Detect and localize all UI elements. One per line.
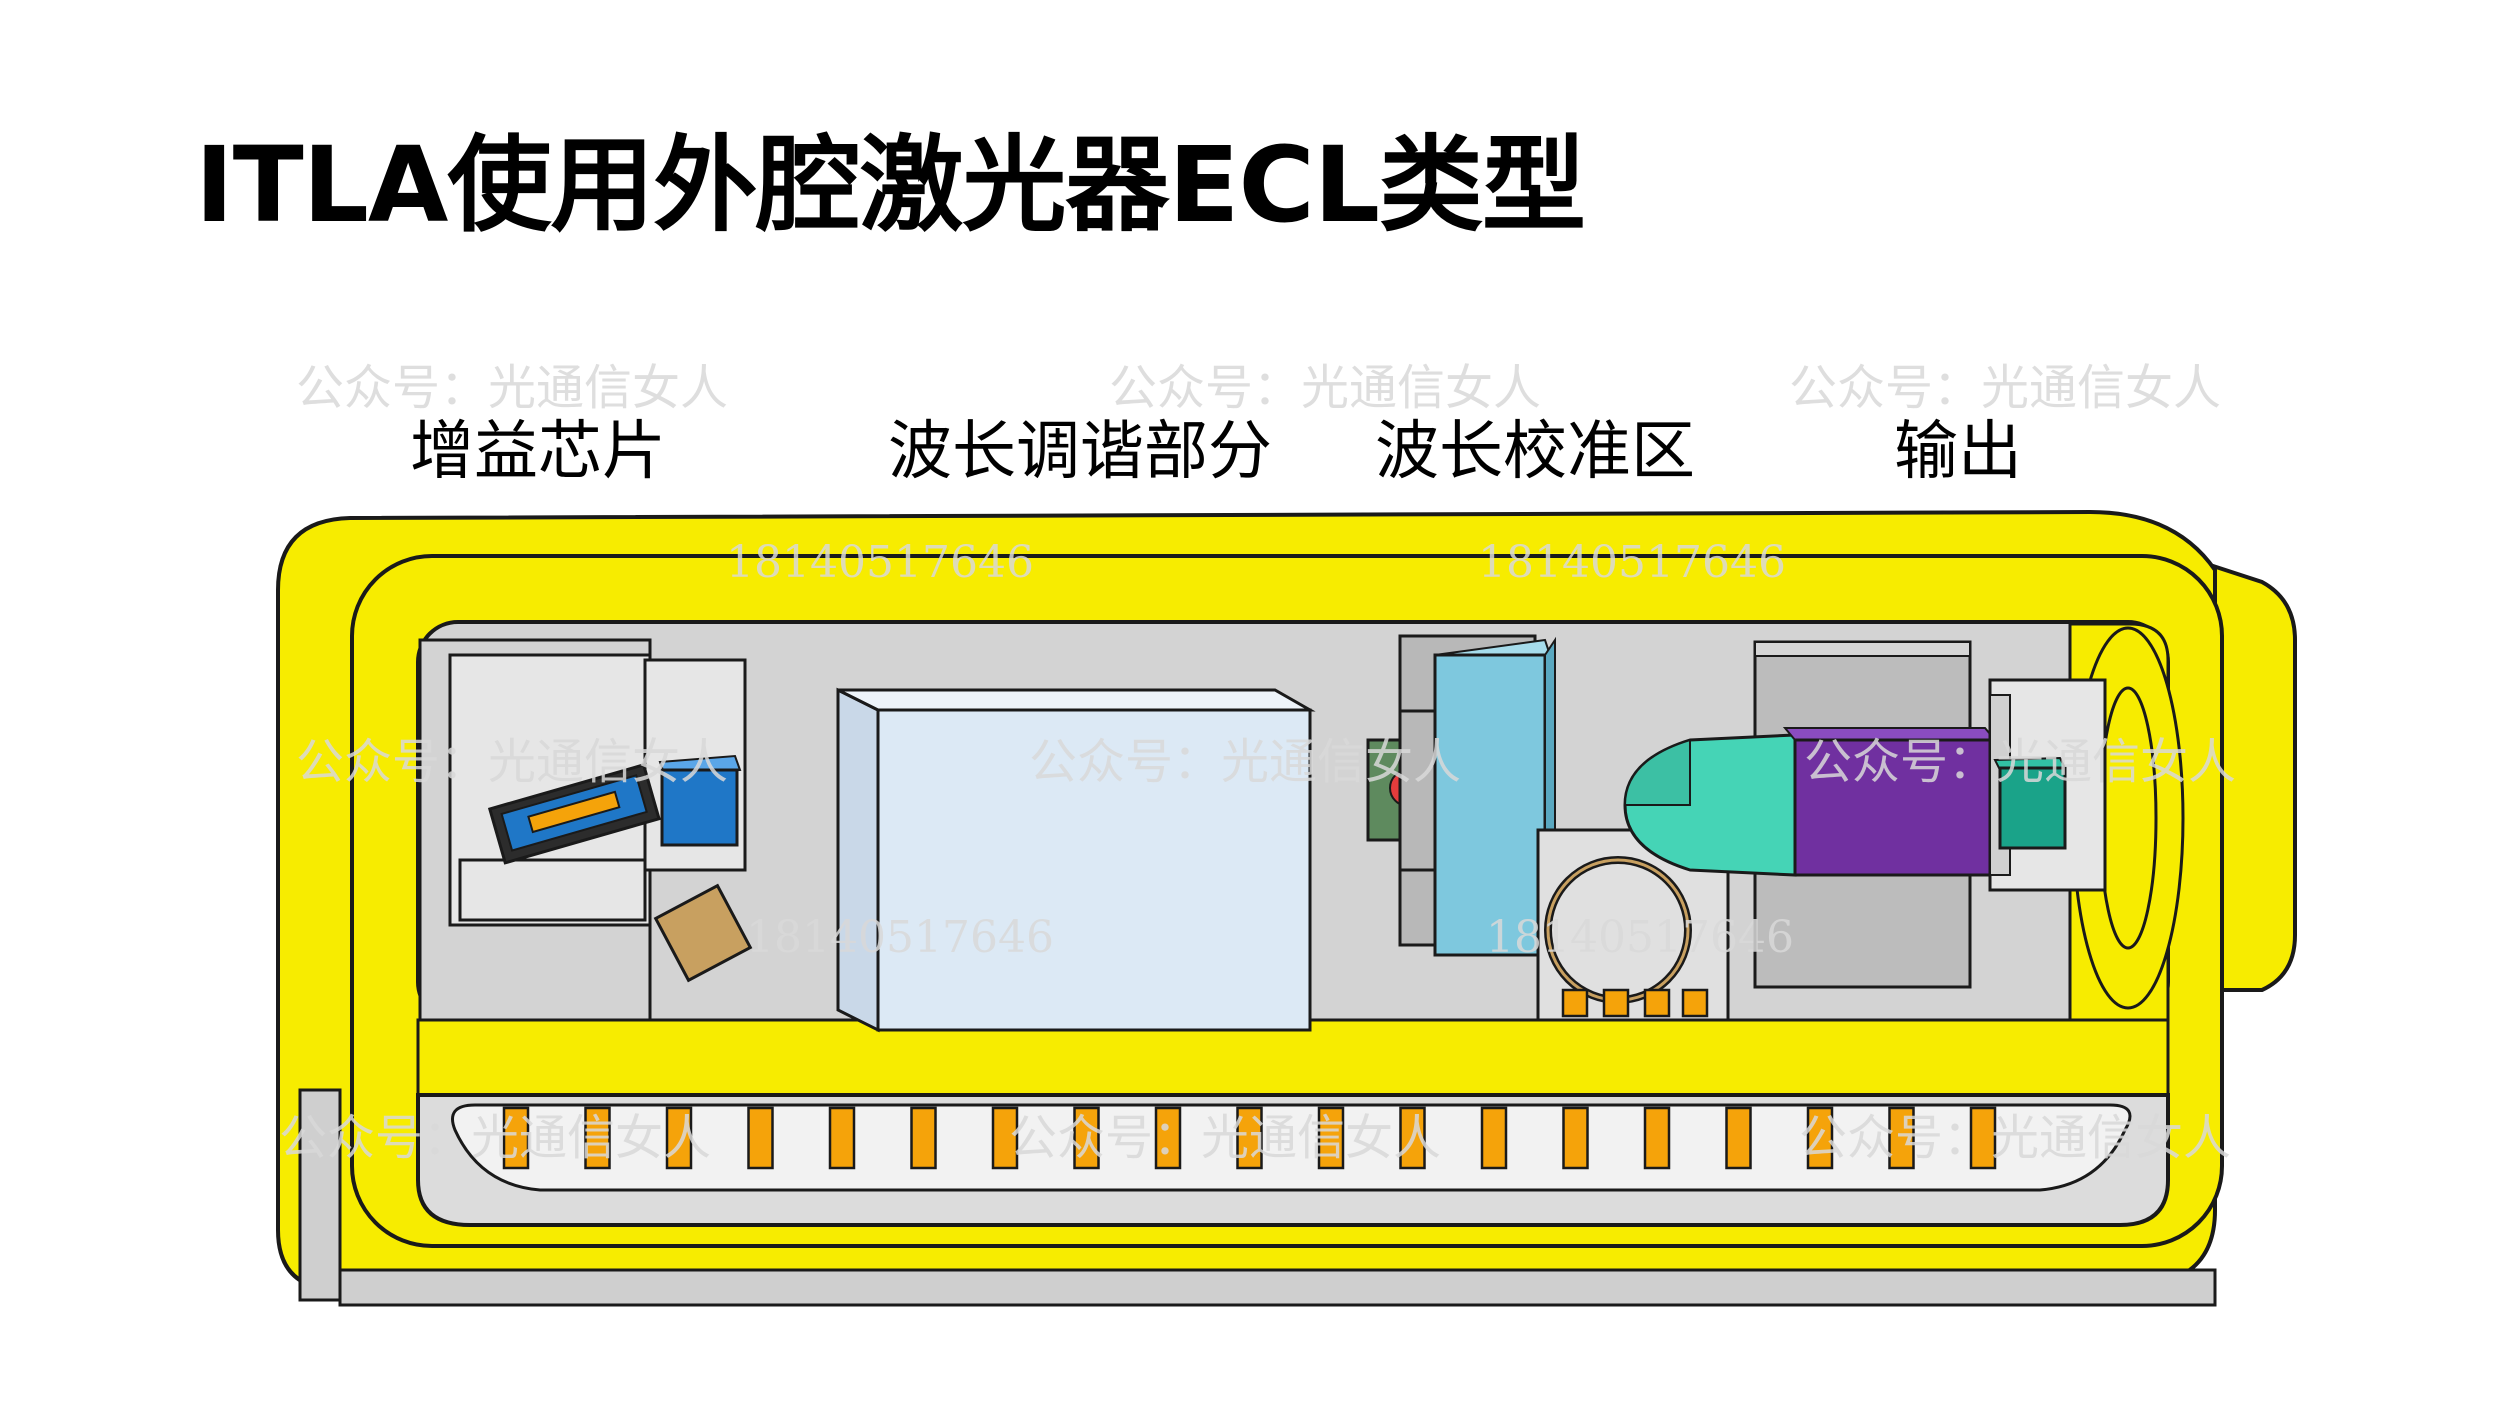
connector-pin — [1399, 1106, 1426, 1170]
connector-pin — [910, 1106, 937, 1170]
output-mount-top — [1754, 641, 1971, 657]
connector-pin — [1317, 1106, 1345, 1170]
connector-pin — [1073, 1106, 1100, 1170]
connector-pin — [665, 1106, 693, 1170]
label-tuning: 波长调谐部分 — [888, 415, 1272, 489]
connector-pin — [584, 1106, 611, 1170]
connector-pin — [828, 1106, 856, 1170]
coil-pads — [1561, 988, 1709, 1018]
page-title: ITLA使用外腔激光器ECL类型 — [195, 124, 1586, 246]
isolator — [1793, 738, 1992, 877]
collimating-lens-cap — [1623, 738, 1691, 806]
locker-bracket-spine — [1398, 709, 1437, 872]
gain-chip — [487, 763, 661, 865]
connector-pin — [1888, 1106, 1915, 1170]
label-gain-chip: 增益芯片 — [410, 415, 666, 489]
connector-pins — [502, 1106, 1997, 1170]
output-bezel-inner — [2098, 686, 2158, 950]
output-fiber — [1998, 766, 2067, 850]
connector-pin — [991, 1106, 1019, 1170]
housing-side-tab — [2208, 562, 2297, 992]
isolator-top — [1782, 727, 1998, 741]
connector-pin — [747, 1106, 774, 1170]
connector-pin — [1643, 1106, 1671, 1170]
connector-channel-inner — [451, 1103, 2132, 1192]
connector-pin — [502, 1106, 530, 1170]
connector-pin — [1236, 1106, 1263, 1170]
tuning-block — [876, 708, 1312, 1032]
tuning-block-top — [837, 688, 1316, 712]
label-locker: 波长校准区 — [1375, 415, 1695, 489]
chip-cube — [660, 768, 739, 847]
label-output: 输出 — [1894, 415, 2022, 489]
connector-pin — [1806, 1106, 1834, 1170]
gain-chip-carrier-base — [458, 858, 647, 922]
tuning-block-side — [836, 687, 880, 1033]
connector-pin — [1562, 1106, 1589, 1170]
interior-floor — [416, 1018, 2170, 1097]
connector-pin — [1969, 1106, 1997, 1170]
housing-base-left — [298, 1088, 342, 1302]
connector-pin — [1154, 1106, 1182, 1170]
etalon — [1433, 653, 1547, 957]
connector-pin — [1725, 1106, 1752, 1170]
thermistor-pad — [653, 883, 753, 983]
connector-pin — [1480, 1106, 1508, 1170]
housing-base-bottom — [338, 1268, 2217, 1307]
